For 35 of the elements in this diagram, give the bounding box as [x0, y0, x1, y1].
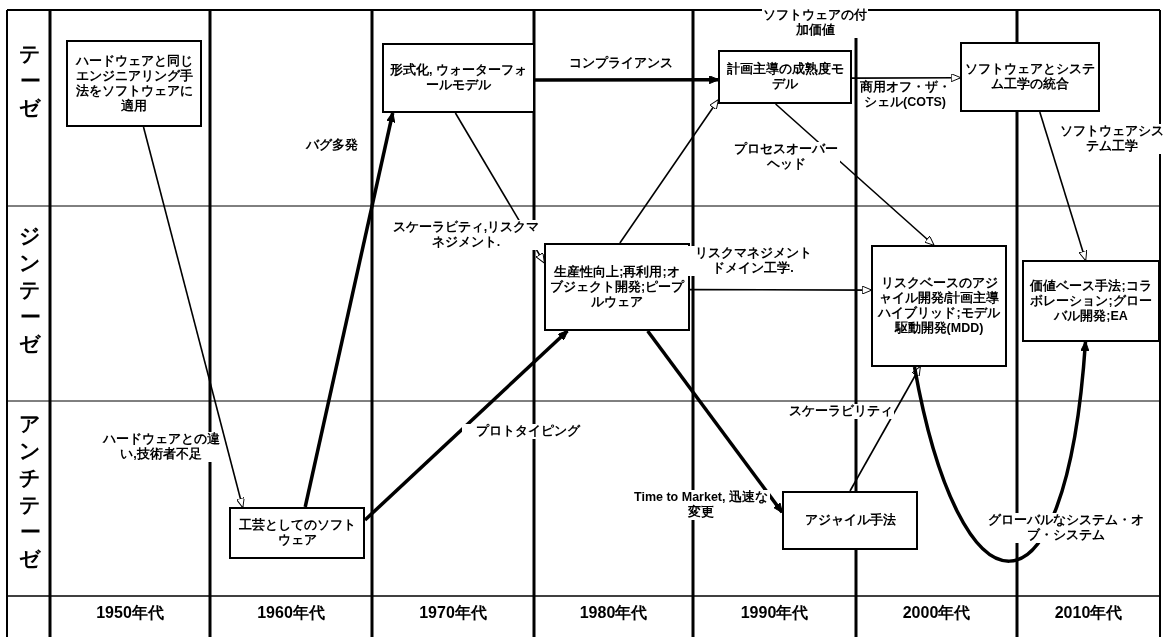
process-box: ソフトウェアとシステム工学の統合 — [960, 42, 1100, 112]
row-header: ジンテーゼ — [18, 223, 42, 357]
process-box: 形式化, ウォーターフォールモデル — [382, 43, 535, 113]
column-header: 1980年代 — [578, 605, 649, 620]
column-header: 2010年代 — [1053, 605, 1124, 620]
arrow — [912, 340, 1090, 563]
arrow — [851, 73, 962, 83]
arrow — [1039, 111, 1088, 262]
process-box: アジャイル手法 — [782, 491, 918, 550]
process-box: ハードウェアと同じエンジニアリング手法をソフトウェアに適用 — [66, 40, 202, 127]
row-header: テーゼ — [18, 41, 42, 121]
process-box: リスクベースのアジャイル開発/計画主導ハイブリッド;モデル駆動開発(MDD) — [871, 245, 1007, 367]
edge-label: ソフトウェアの付加価値 — [762, 8, 868, 38]
arrow — [849, 365, 921, 492]
process-box: 工芸としてのソフトウェア — [229, 507, 365, 559]
edge-label: スケーラビリティ — [788, 404, 894, 419]
column-header: 1950年代 — [95, 605, 165, 620]
annotation-text: 商用オフ・ザ・シェル(COTS) — [858, 80, 952, 110]
arrow — [619, 99, 719, 244]
column-header: 2000年代 — [901, 605, 972, 620]
arrow — [646, 329, 784, 514]
process-box: 計画主導の成熟度モデル — [718, 50, 852, 104]
column-header: 1970年代 — [418, 605, 488, 620]
edge-label: スケーラビティ,リスクマネジメント. — [390, 220, 542, 250]
arrow — [303, 111, 396, 508]
edge-label: Time to Market, 迅速な変更 — [632, 490, 770, 520]
column-header: 1960年代 — [256, 605, 326, 620]
process-box: 生産性向上;再利用;オブジェクト開発;ピープルウェア — [544, 243, 690, 331]
row-header: アンチテーゼ — [18, 411, 42, 572]
column-header: 1990年代 — [739, 605, 810, 620]
edge-label: ハードウェアとの違い,技術者不足 — [100, 432, 222, 462]
arrow — [142, 126, 245, 509]
arrow — [535, 75, 720, 85]
edge-label: プロセスオーバーヘッド — [732, 142, 840, 172]
process-box: 価値ベース手法;コラボレーション;グローバル開発;EA — [1022, 260, 1160, 342]
